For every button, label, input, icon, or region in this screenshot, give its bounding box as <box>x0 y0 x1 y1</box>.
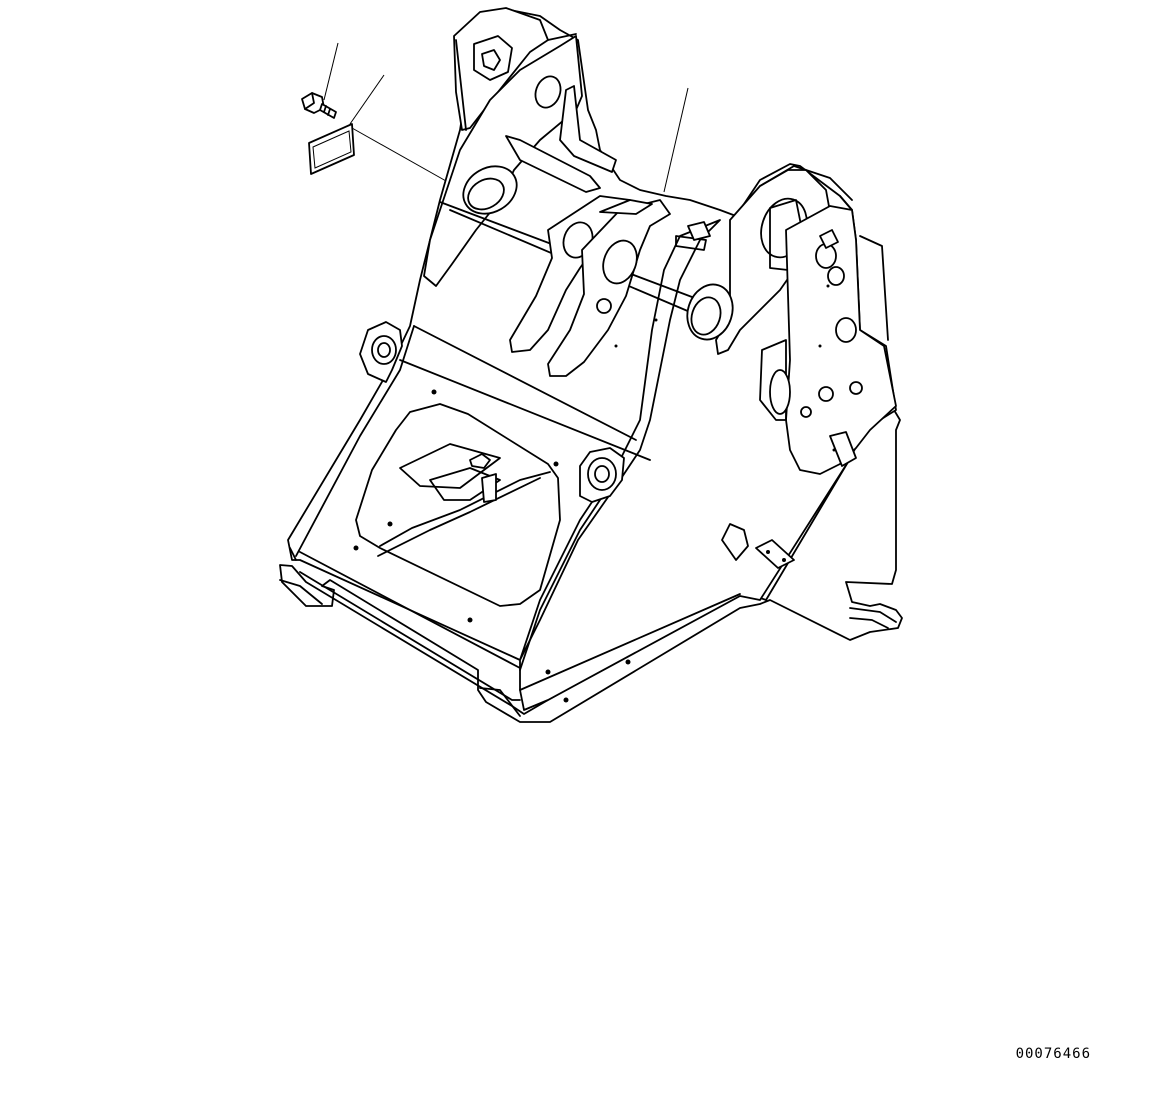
leader-lines <box>323 42 689 193</box>
decal-plate-icon <box>308 123 355 175</box>
assembly-line-plate <box>351 127 463 191</box>
leader-line-bolt <box>323 42 339 101</box>
bolt-icon <box>301 92 337 119</box>
part-number-label: 00076466 <box>1015 1046 1091 1062</box>
front-frame-icon <box>279 7 903 723</box>
leader-line-frame <box>663 87 689 193</box>
leader-line-plate <box>349 74 385 125</box>
